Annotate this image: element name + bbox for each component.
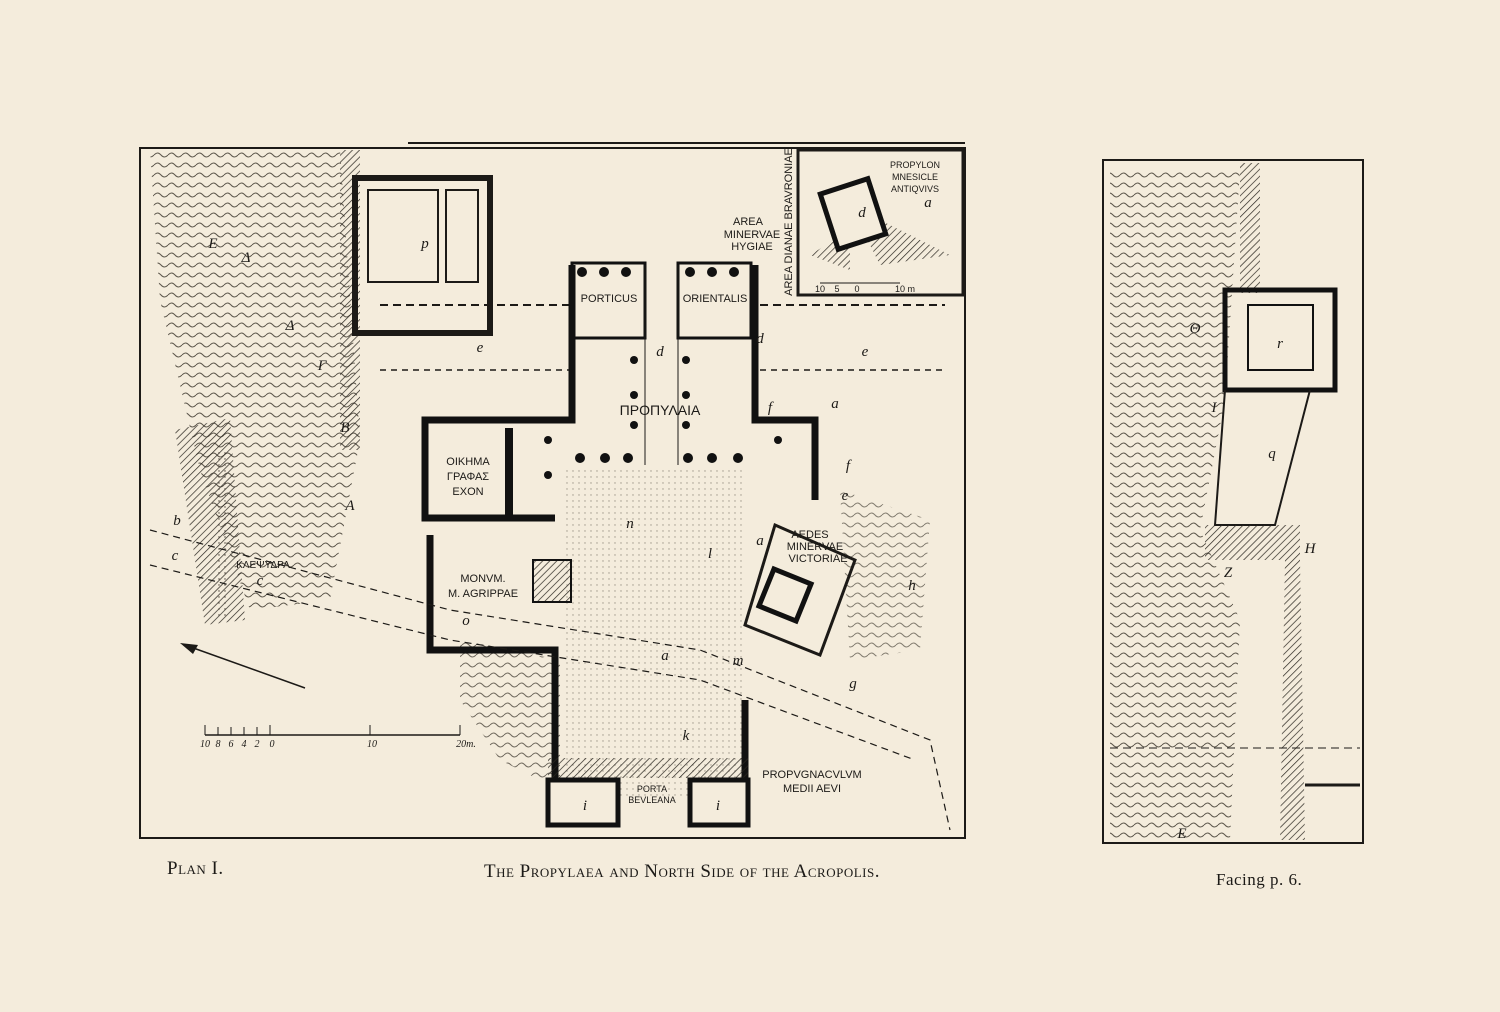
label-monument: MONVM.	[460, 573, 505, 585]
plan-letter: Δ	[241, 250, 251, 266]
inset-scale-tick: 10 m	[895, 284, 915, 294]
label-area-dianae: AREA DIANAE BRAVRONIAE	[783, 148, 795, 296]
facing-page: Facing p. 6.	[1216, 870, 1303, 889]
label-oikema: ΕΧΟΝ	[452, 486, 483, 498]
plan-letter: a	[756, 533, 764, 549]
plan-letter: Β	[340, 420, 349, 436]
plan-letter: I	[1211, 400, 1218, 416]
plan-letter: n	[626, 516, 634, 532]
plan-letter: e	[862, 344, 869, 360]
side-plan: Θ r I q H Z E	[1102, 159, 1364, 844]
scale-tick: 20m.	[456, 739, 476, 750]
plan-letter: a	[661, 648, 669, 664]
plan-letter: l	[708, 546, 712, 562]
plan-letter: f	[846, 458, 852, 474]
scale-tick: 6	[229, 739, 234, 750]
label-porticus: PORTICUS	[581, 293, 638, 305]
inset-scale-tick: 5	[834, 284, 839, 294]
plan-letter: Ε	[207, 236, 217, 252]
label-area-minervae: HYGIAE	[731, 241, 773, 253]
plan-letter: a	[831, 396, 839, 412]
arrow-head-icon	[180, 643, 198, 654]
plan-letter: c	[257, 573, 264, 589]
label-porta: PORTA	[637, 784, 667, 794]
label-oikema: ΟΙΚΗΜΑ	[446, 456, 490, 468]
plan-letter: Θ	[1190, 321, 1201, 337]
plan-letter: E	[1176, 826, 1186, 842]
inset-title: MNESICLE	[892, 172, 938, 182]
plan-number: Plan I.	[167, 858, 224, 879]
plan-letter: q	[1268, 446, 1276, 462]
label-propylaia: ΠΡΟΠΥΛΑΙΑ	[620, 402, 701, 418]
scale-tick: 10	[367, 739, 377, 750]
inset-letter: d	[858, 205, 866, 221]
plan-letter: o	[462, 613, 470, 629]
label-aedes: AEDES	[791, 529, 828, 541]
label-aedes: VICTORIAE	[788, 553, 847, 565]
plan-letter: i	[716, 798, 720, 814]
label-porta: BEVLEANA	[628, 795, 676, 805]
scale-tick: 2	[255, 739, 260, 750]
label-klepsydra: ΚΛΕΨΥΔΡΑ	[236, 560, 290, 571]
inset-letter: a	[924, 195, 932, 211]
plan-letter: Δ	[285, 318, 295, 334]
plan-title: The Propylaea and North Side of the Acro…	[484, 861, 880, 882]
plan-letter: m	[733, 653, 744, 669]
scale-tick: 0	[270, 739, 275, 750]
label-aedes: MINERVAE	[787, 541, 843, 553]
label-propugnaculum: MEDII AEVI	[783, 783, 841, 795]
scale-tick: 8	[216, 739, 221, 750]
plan-letter: h	[908, 578, 916, 594]
plan-letter: i	[583, 798, 587, 814]
label-area-minervae: MINERVAE	[724, 229, 780, 241]
plan-letter: r	[1277, 336, 1283, 352]
plan-letter: Α	[344, 498, 355, 514]
inset-title: PROPYLON	[890, 160, 940, 170]
plan-letter: H	[1304, 541, 1317, 557]
north-arrow	[184, 644, 306, 689]
plan-letter: d	[656, 344, 664, 360]
plan-letter: k	[683, 728, 690, 744]
inset-propylon: PROPYLON MNESICLE ANTIQVIVS 10 5 0 10 m …	[796, 148, 965, 297]
plan-letter: d	[756, 331, 764, 347]
label-area-minervae: AREA	[733, 216, 764, 228]
scale-tick: 4	[242, 739, 247, 750]
plan-letter: Γ	[317, 358, 328, 374]
main-plan: 10 8 6 4 2 0 10 20m. PORTICUS ORIENTALIS…	[139, 142, 966, 839]
inset-scale-tick: 10	[815, 284, 825, 294]
plan-letter: b	[173, 513, 181, 529]
scale-tick: 10	[200, 739, 210, 750]
rock-outcrop	[150, 150, 360, 610]
label-monument: M. AGRIPPAE	[448, 588, 518, 600]
label-oikema: ΓΡΑΦΑΣ	[447, 471, 489, 483]
inset-scale-tick: 0	[854, 284, 859, 294]
label-orientalis: ORIENTALIS	[683, 293, 748, 305]
plan-letter: p	[420, 236, 429, 252]
plan-letter: e	[842, 488, 849, 504]
label-propugnaculum: PROPVGNACVLVM	[762, 769, 861, 781]
plan-letter: g	[849, 676, 857, 692]
inset-title: ANTIQVIVS	[891, 184, 939, 194]
scale-bar	[204, 725, 461, 736]
plan-letter: Z	[1224, 565, 1233, 581]
plan-letter: f	[768, 400, 774, 416]
plan-letter: c	[172, 548, 179, 564]
plan-letter: e	[477, 340, 484, 356]
